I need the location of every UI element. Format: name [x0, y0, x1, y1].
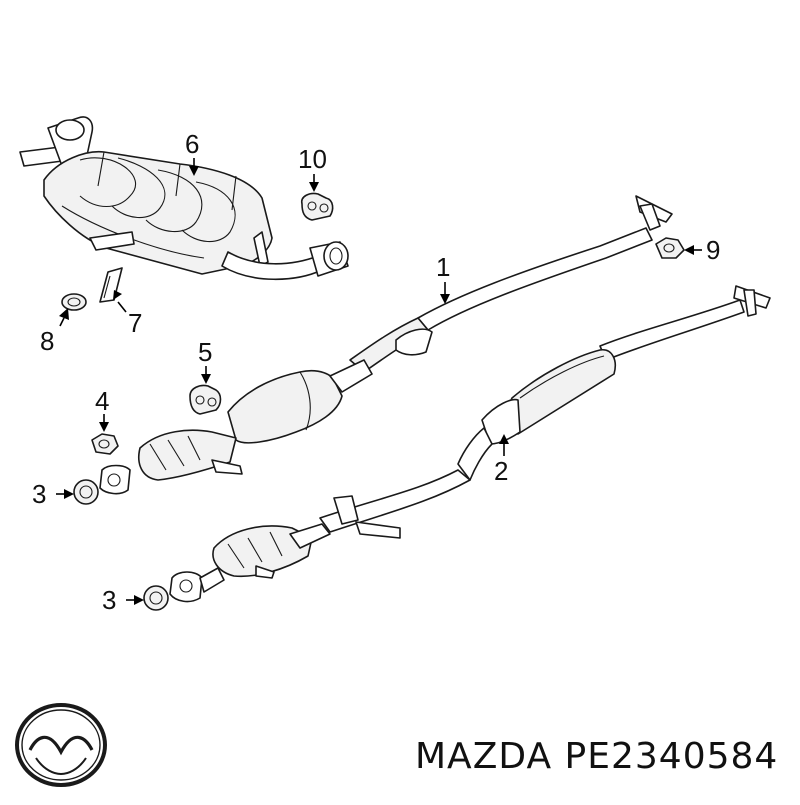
gasket-3-upper: [73, 479, 99, 505]
callout-7: 7: [128, 308, 142, 338]
callout-6: 6: [185, 129, 199, 159]
mazda-logo-icon: [15, 703, 107, 787]
bracket-7: [99, 267, 123, 303]
rubber-hanger-5: [189, 384, 222, 415]
callout-9: 9: [706, 235, 720, 265]
gasket-8: [61, 293, 87, 311]
brand-name: MAZDA: [415, 736, 553, 777]
rear-muffler: [19, 116, 349, 281]
front-pipe-1: [99, 195, 673, 495]
callout-1: 1: [436, 252, 450, 282]
part-number: PE2340584: [564, 736, 779, 777]
leader-lines: [56, 158, 702, 605]
pipe-assembly-2: [169, 285, 771, 603]
callout-4: 4: [95, 386, 109, 416]
callout-5: 5: [198, 337, 212, 367]
rubber-hanger-10: [300, 192, 334, 221]
part-caption: MAZDA PE2340584: [415, 736, 778, 777]
gasket-3-lower: [143, 585, 169, 611]
callout-2: 2: [494, 456, 508, 486]
callout-8: 8: [40, 326, 54, 356]
callout-3-lower: 3: [102, 585, 116, 615]
callout-10: 10: [298, 144, 327, 174]
nut-9: [655, 237, 685, 259]
callout-3-upper: 3: [32, 479, 46, 509]
nut-4: [91, 433, 119, 455]
